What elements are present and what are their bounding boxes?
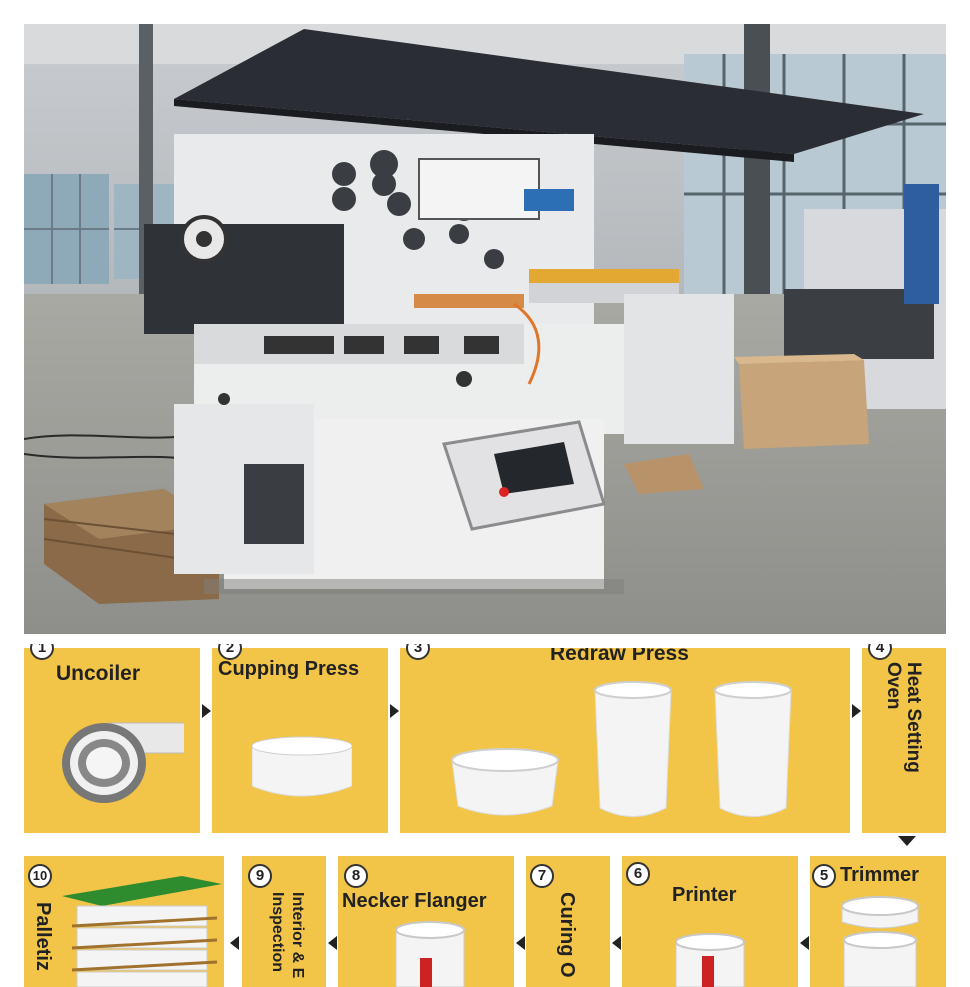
arrow-left-icon <box>328 936 337 950</box>
step-4-label-line2: Oven <box>883 662 904 710</box>
step-6-panel: 6 Printer <box>622 856 798 987</box>
cup-icon <box>252 736 352 797</box>
arrow-right-icon <box>390 704 399 718</box>
necked-can-icon <box>395 921 465 987</box>
step-3-label: Redraw Press <box>550 648 689 665</box>
step-7-number: 7 <box>530 864 554 888</box>
step-5-label: Trimmer <box>840 864 919 886</box>
step-3-panel: Redraw Press <box>400 648 850 833</box>
step-1-label: Uncoiler <box>56 662 141 685</box>
arrow-right-icon <box>202 704 211 718</box>
step-10-label: Palletiz <box>32 902 54 971</box>
machine-photo <box>24 24 946 634</box>
step-9-label-line1: Interior & E <box>289 892 306 979</box>
step-9-number: 9 <box>248 864 272 888</box>
divider <box>0 634 970 644</box>
printed-can-icon <box>675 933 745 987</box>
step-9-panel: 9 Interior & E Inspection <box>242 856 326 987</box>
arrow-down-icon <box>898 836 916 846</box>
step-6-label: Printer <box>672 884 737 906</box>
arrow-right-icon <box>852 704 861 718</box>
step-1-panel: Uncoiler <box>24 648 200 833</box>
redraw-cup-short-icon <box>451 748 559 816</box>
step-9-label-line2: Inspection <box>269 892 286 973</box>
arrow-left-icon <box>230 936 239 950</box>
uncoiler-coil-icon <box>62 722 184 803</box>
trimmed-can-icon <box>841 896 919 987</box>
step-8-label: Necker Flanger <box>342 890 487 912</box>
step-10-number: 10 <box>28 864 52 888</box>
step-4-label-line1: Heat Setting <box>903 662 924 773</box>
redraw-cup-tall-icon <box>594 681 672 817</box>
step-10-panel: 10 Palletiz <box>24 856 224 987</box>
step-2-label: Cupping Press <box>218 658 360 680</box>
step-4-panel: Heat Setting Oven <box>862 648 946 833</box>
pallet-of-cans-icon <box>62 876 222 987</box>
step-5-panel: 5 Trimmer <box>810 856 946 987</box>
redraw-cup-tall-2-icon <box>714 681 792 817</box>
step-6-number: 6 <box>626 862 650 886</box>
step-2-panel: Cupping Press <box>212 648 388 833</box>
step-8-panel: 8 Necker Flanger <box>338 856 514 987</box>
step-5-number: 5 <box>812 864 836 888</box>
step-7-label: Curing O <box>556 892 578 978</box>
step-8-number: 8 <box>344 864 368 888</box>
arrow-left-icon <box>800 936 809 950</box>
step-7-panel: 7 Curing O <box>526 856 610 987</box>
arrow-left-icon <box>612 936 621 950</box>
arrow-left-icon <box>516 936 525 950</box>
